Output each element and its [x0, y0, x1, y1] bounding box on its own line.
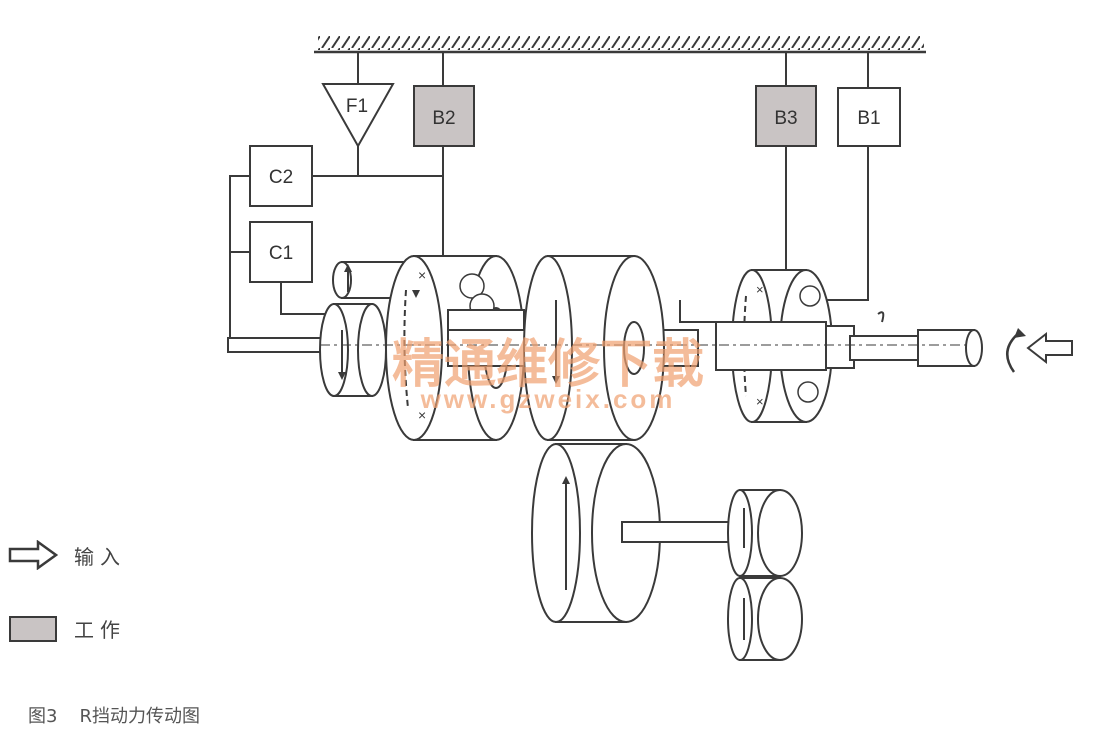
figure-title: R挡动力传动图	[79, 706, 200, 727]
svg-text:×: ×	[418, 407, 426, 423]
b1-brake: B1	[837, 87, 901, 147]
watermark: 精通维修下载 www.gzweix.com	[392, 335, 704, 414]
f1-label: F1	[346, 96, 368, 117]
b2-brake: B2	[413, 85, 475, 147]
b2-label: B2	[432, 108, 455, 129]
input-shaft-right	[715, 311, 983, 371]
b3-box	[755, 85, 817, 147]
input-arrow-icon	[1026, 331, 1073, 365]
b3-brake: B3	[755, 85, 817, 147]
c1-box	[249, 221, 313, 283]
differential	[621, 489, 803, 661]
figure-number: 图3	[28, 706, 58, 727]
legend-working: 工作	[8, 614, 126, 643]
output-drive-gear	[523, 255, 665, 441]
clutch-drum	[319, 303, 387, 397]
legend-working-label: 工作	[74, 618, 126, 642]
svg-text:×: ×	[756, 282, 764, 297]
input-legend-arrow-icon	[8, 540, 58, 570]
housing-ground	[314, 36, 926, 54]
c1-clutch: C1	[249, 221, 313, 283]
svg-text:×: ×	[756, 394, 764, 409]
watermark-text: 精通维修下载	[392, 335, 704, 395]
input-shaft-left	[227, 337, 329, 353]
b1-box	[837, 87, 901, 147]
legend-input-label: 输入	[74, 544, 126, 569]
watermark-url: www.gzweix.com	[420, 384, 676, 414]
f1-one-way-clutch: F1	[321, 83, 395, 149]
c1-label: C1	[269, 243, 293, 264]
c2-clutch: C2	[249, 145, 313, 207]
legend-input: 输入	[8, 540, 126, 570]
driven-gear	[531, 443, 661, 623]
b3-label: B3	[774, 108, 797, 129]
ground-links	[357, 52, 869, 88]
connection-lines	[229, 146, 869, 338]
working-legend-swatch	[9, 615, 57, 642]
c2-label: C2	[269, 167, 293, 188]
input-rotation-arrow	[1006, 328, 1026, 373]
figure-caption: 图3 R挡动力传动图	[28, 702, 222, 728]
svg-text:×: ×	[418, 267, 426, 283]
b1-label: B1	[857, 108, 880, 129]
